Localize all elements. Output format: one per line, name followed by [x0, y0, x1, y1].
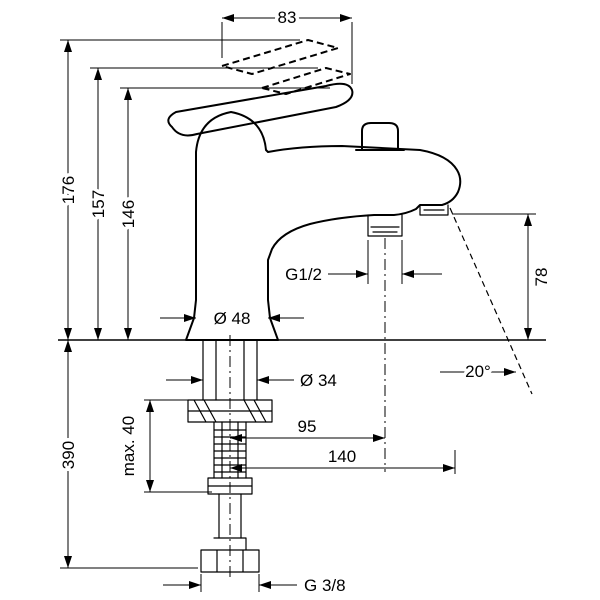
spray-angle-line: [449, 207, 533, 395]
shower-hose-outlet: [367, 214, 403, 237]
dim-label-height-mid: 157: [89, 190, 108, 218]
hose-fitting-nut: [200, 537, 260, 573]
diverter-knob: [355, 122, 405, 151]
extension-lines: [60, 22, 536, 592]
handle-raised-position-inner: [261, 67, 351, 95]
faucet-object: [167, 39, 462, 341]
dim-label-outlet-thread: G1/2: [285, 265, 322, 284]
dim-label-spout-reach: 140: [328, 447, 356, 466]
dim-label-height-body: 146: [119, 200, 138, 228]
dimension-labels: 83 176 157 146 390 max. 40 78 95 140 Ø 4…: [56, 5, 552, 596]
rod-nut: [207, 477, 253, 495]
connection-hose: [218, 493, 242, 539]
dimension-arrowheads: [64, 14, 532, 589]
under-deck-assembly: [187, 339, 273, 573]
dim-label-max-deck-thickness: max. 40: [119, 416, 138, 476]
aerator-outlet: [419, 204, 449, 216]
dim-label-hose-thread: G 3/8: [304, 576, 346, 595]
dim-label-outlet-offset: 95: [298, 417, 317, 436]
handle-lever: [167, 82, 354, 137]
dim-label-top-projection: 83: [278, 8, 297, 27]
dimension-lines: [67, 17, 529, 586]
handle-raised-position-outer: [221, 39, 339, 75]
dim-label-shank-diameter: Ø 34: [300, 371, 337, 390]
dim-label-spray-angle: 20°: [465, 362, 491, 381]
dim-label-under-deck-length: 390: [59, 441, 78, 469]
dim-label-height-total: 176: [59, 176, 78, 204]
clamping-set: [187, 399, 273, 423]
centerlines: [229, 238, 386, 580]
faucet-body-outline: [185, 111, 462, 341]
mounting-shank: [202, 339, 258, 401]
dim-label-outlet-height: 78: [532, 268, 551, 287]
dim-label-body-diameter: Ø 48: [214, 309, 251, 328]
